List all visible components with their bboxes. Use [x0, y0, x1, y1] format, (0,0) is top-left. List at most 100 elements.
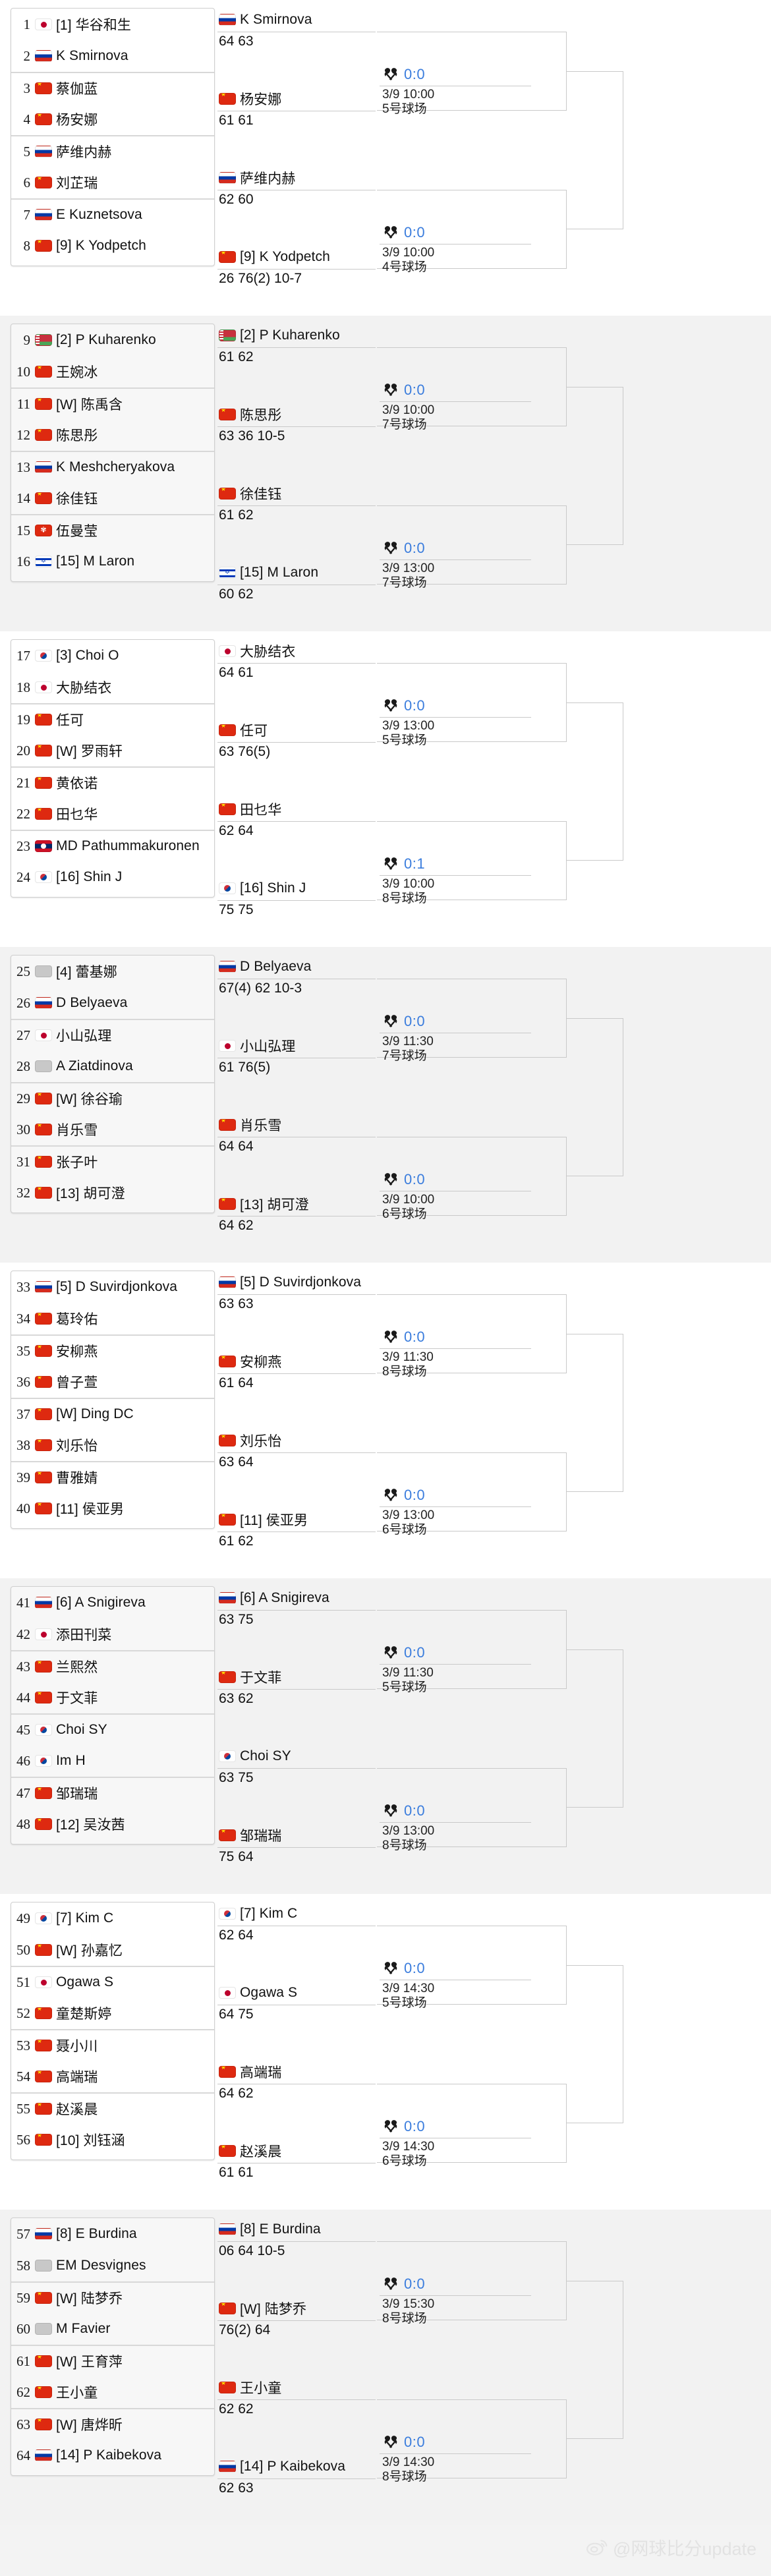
round1-player-row[interactable]: 6刘芷瑞 — [11, 167, 214, 198]
round1-player-row[interactable]: 37[W] Ding DC — [11, 1398, 214, 1429]
round1-player-row[interactable]: 54高端瑞 — [11, 2061, 214, 2092]
round1-player-row[interactable]: 36曾子萱 — [11, 1366, 214, 1398]
round1-player-row[interactable]: 22田乜华 — [11, 798, 214, 830]
round1-player-row[interactable]: 30肖乐雪 — [11, 1114, 214, 1145]
round1-player-row[interactable]: 57[8] E Burdina — [11, 2218, 214, 2250]
round1-player-row[interactable]: 10王婉冰 — [11, 356, 214, 387]
round1-player-row[interactable]: 44于文菲 — [11, 1682, 214, 1713]
round1-player-row[interactable]: 15伍曼莹 — [11, 514, 214, 546]
round1-player-row[interactable]: 8[9] K Yodpetch — [11, 230, 214, 262]
round1-player-row[interactable]: 53聂小川 — [11, 2029, 214, 2061]
round1-player-row[interactable]: 1[1] 华谷和生 — [11, 9, 214, 40]
round1-player-row[interactable]: 31张子叶 — [11, 1145, 214, 1177]
round1-player-row[interactable]: 33[5] D Suvirdjonkova — [11, 1271, 214, 1303]
round1-player-row[interactable]: 50[W] 孙嘉忆 — [11, 1934, 214, 1966]
round1-player-row[interactable]: 64[14] P Kaibekova — [11, 2440, 214, 2471]
round1-player-row[interactable]: 63[W] 唐烨昕 — [11, 2408, 214, 2440]
round1-player-row[interactable]: 56[10] 刘钰涵 — [11, 2124, 214, 2156]
round1-player-row[interactable]: 14徐佳钰 — [11, 482, 214, 514]
round1-player-row[interactable]: 16[15] M Laron — [11, 546, 214, 577]
round1-player-row[interactable]: 32[13] 胡可澄 — [11, 1177, 214, 1209]
round1-player-row[interactable]: 49[7] Kim C — [11, 1903, 214, 1934]
round1-player-row[interactable]: 39曹雅婧 — [11, 1461, 214, 1493]
round1-player-row[interactable]: 11[W] 陈禹含 — [11, 387, 214, 419]
round1-player-row[interactable]: 62王小童 — [11, 2376, 214, 2408]
round1-player-row[interactable]: 24[16] Shin J — [11, 861, 214, 893]
round1-player-row[interactable]: 19任可 — [11, 703, 214, 735]
round1-player-row[interactable]: 3蔡伽蓝 — [11, 72, 214, 103]
round1-player-row[interactable]: 48[12] 吴汝茜 — [11, 1808, 214, 1840]
round1-player-row[interactable]: 38刘乐怡 — [11, 1429, 214, 1461]
round1-player-row[interactable]: 17[3] Choi O — [11, 640, 214, 672]
round1-player-row[interactable]: 40[11] 侯亚男 — [11, 1493, 214, 1524]
round1-player-row[interactable]: 25[4] 蕾基娜 — [11, 956, 214, 987]
round1-player-row[interactable]: 59[W] 陆梦乔 — [11, 2281, 214, 2313]
round1-player-row[interactable]: 20[W] 罗雨轩 — [11, 735, 214, 766]
round1-player-row[interactable]: 52童楚斯婷 — [11, 1997, 214, 2029]
round1-player-row[interactable]: 61[W] 王育萍 — [11, 2345, 214, 2376]
round1-player-row[interactable]: 47邹瑞瑞 — [11, 1777, 214, 1808]
round1-player-row[interactable]: 12陈思彤 — [11, 419, 214, 451]
round1-player-row[interactable]: 34葛玲佑 — [11, 1303, 214, 1334]
round1-player-row[interactable]: 41[6] A Snigireva — [11, 1587, 214, 1618]
round1-player-row[interactable]: 35安柳燕 — [11, 1334, 214, 1366]
round1-player-row[interactable]: 4杨安娜 — [11, 103, 214, 135]
round1-player-row[interactable]: 29[W] 徐谷瑜 — [11, 1082, 214, 1114]
